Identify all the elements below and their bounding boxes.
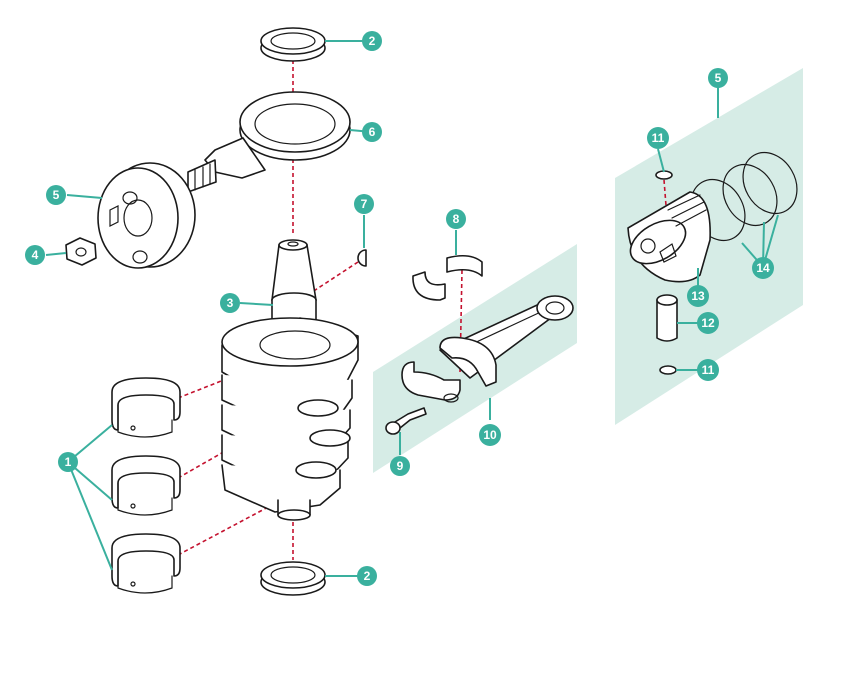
callout-9: 9 xyxy=(390,456,410,476)
oil-seal-bottom xyxy=(260,561,326,596)
flywheel-nut xyxy=(65,237,97,266)
callout-6: 6 xyxy=(362,122,382,142)
flywheel-hub xyxy=(97,162,196,269)
connecting-rod-bearing xyxy=(412,254,483,301)
callout-8: 8 xyxy=(446,209,466,229)
callout-5-left: 5 xyxy=(46,185,66,205)
callout-2-top-label: 2 xyxy=(369,34,376,48)
piston xyxy=(627,191,711,283)
callout-14: 14 xyxy=(752,257,774,279)
callout-5-right: 5 xyxy=(708,68,728,88)
callout-11-top: 11 xyxy=(647,127,669,149)
callout-1: 1 xyxy=(58,452,78,472)
callout-11-bottom-label: 11 xyxy=(702,363,715,377)
callout-10-label: 10 xyxy=(483,428,497,442)
main-bearing-2 xyxy=(111,455,181,516)
woodruff-key xyxy=(357,249,367,267)
callout-1-label: 1 xyxy=(65,455,72,469)
oil-seal-top xyxy=(260,27,326,62)
callout-6-label: 6 xyxy=(369,125,376,139)
connecting-rod xyxy=(401,295,574,403)
callout-7-label: 7 xyxy=(361,197,368,211)
connecting-rod-bolt xyxy=(385,407,427,435)
callout-14-label: 14 xyxy=(756,261,770,275)
crankshaft xyxy=(221,239,359,521)
bearing-retainer xyxy=(187,91,351,193)
callout-7: 7 xyxy=(354,194,374,214)
callout-8-label: 8 xyxy=(453,212,460,226)
piston-pin xyxy=(656,294,678,342)
callout-12: 12 xyxy=(697,312,719,334)
callout-2-bottom-label: 2 xyxy=(364,569,371,583)
callout-11-bottom: 11 xyxy=(697,359,719,381)
callout-9-label: 9 xyxy=(397,459,404,473)
callout-13-label: 13 xyxy=(691,289,705,303)
piston-pin-circlip-bottom xyxy=(659,365,677,375)
callout-3-label: 3 xyxy=(227,296,234,310)
piston-pin-circlip-top xyxy=(655,170,673,180)
callout-12-label: 12 xyxy=(701,316,715,330)
main-bearing-1 xyxy=(111,377,181,438)
callout-4-label: 4 xyxy=(32,248,39,262)
callout-4: 4 xyxy=(25,245,45,265)
callout-3: 3 xyxy=(220,293,240,313)
callout-13: 13 xyxy=(687,285,709,307)
callout-5-left-label: 5 xyxy=(53,188,60,202)
callout-5-right-label: 5 xyxy=(715,71,722,85)
callout-10: 10 xyxy=(479,424,501,446)
main-bearing-3 xyxy=(111,533,181,594)
callout-2-top: 2 xyxy=(362,31,382,51)
callout-11-top-label: 11 xyxy=(652,131,665,145)
callout-2-bottom: 2 xyxy=(357,566,377,586)
